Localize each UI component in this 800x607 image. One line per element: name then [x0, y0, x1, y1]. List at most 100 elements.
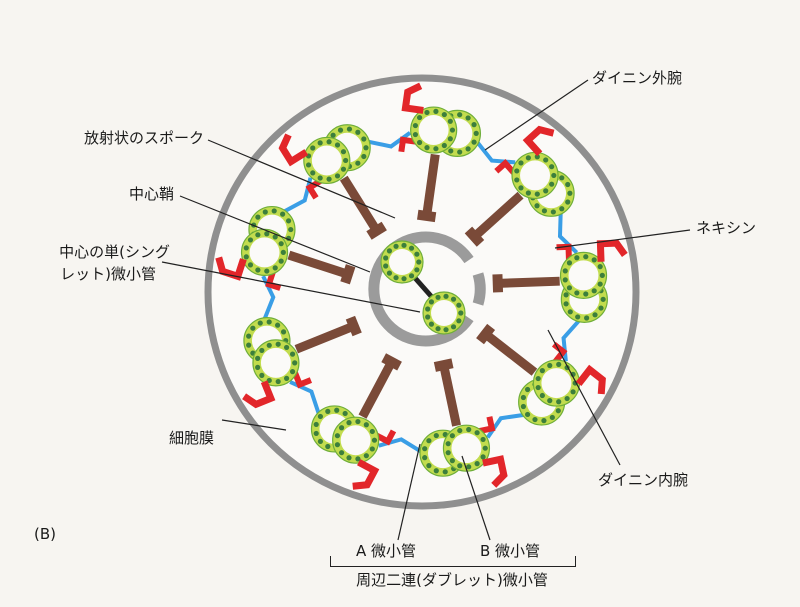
tubule-subunit [435, 295, 440, 300]
tubule-subunit [279, 241, 284, 246]
tubule-subunit [292, 360, 297, 365]
tubule-subunit [343, 158, 348, 163]
tubule-subunit [540, 368, 545, 373]
tubule-subunit [401, 243, 406, 248]
tubule-subunit [559, 206, 564, 211]
tubule-subunit [279, 259, 284, 264]
tubule-subunit [551, 173, 556, 178]
tubule-subunit [433, 109, 438, 114]
tubule-subunit [335, 433, 340, 438]
tubule-subunit [471, 140, 476, 145]
tubule-subunit [414, 252, 419, 257]
label-cell-membrane: 細胞膜 [169, 428, 214, 448]
tubule-subunit [272, 208, 277, 213]
a-microtubule [443, 425, 489, 471]
doublet-bracket [330, 556, 576, 567]
tubule-subunit [457, 112, 462, 117]
tubule-lumen [431, 300, 457, 326]
radial-spoke [498, 281, 560, 283]
tubule-subunit [413, 123, 418, 128]
tubule-subunit [435, 326, 440, 331]
tubule-subunit [443, 327, 448, 332]
tubule-subunit [314, 431, 319, 436]
tubule-subunit [592, 288, 597, 293]
tubule-subunit [273, 265, 278, 270]
tubule-subunit [567, 285, 572, 290]
tubule-subunit [434, 468, 439, 473]
tubule-subunit [525, 412, 530, 417]
tubule-subunit [563, 277, 568, 282]
label-central-sheath: 中心鞘 [129, 184, 174, 204]
tubule-subunit [543, 157, 548, 162]
label-peripheral-doublet: 周辺二連(ダブレット)微小管 [356, 570, 548, 590]
tubule-subunit [325, 444, 330, 449]
tubule-subunit [284, 376, 289, 381]
tubule-subunit [370, 429, 375, 434]
tubule-subunit [267, 343, 272, 348]
tubule-subunit [565, 199, 570, 204]
spoke-head [435, 363, 453, 367]
a-microtubule [411, 107, 457, 153]
peripheral-doublet-1 [411, 107, 481, 156]
label-central-singlet-line1: 中心の単(シング [59, 242, 170, 262]
tubule-subunit [446, 441, 451, 446]
tubule-subunit [264, 268, 269, 273]
a-microtubule [512, 152, 558, 198]
tubule-subunit [433, 146, 438, 151]
tubule-subunit [514, 177, 519, 182]
tubule-subunit [592, 312, 597, 317]
tubule-subunit [280, 212, 285, 217]
tubule-subunit [556, 362, 561, 367]
tubule-subunit [549, 164, 554, 169]
tubule-subunit [246, 334, 251, 339]
tubule-subunit [434, 433, 439, 438]
tubule-subunit [465, 115, 470, 120]
tubule-subunit [248, 237, 253, 242]
tubule-subunit [574, 255, 579, 260]
tubule-lumen [541, 368, 571, 398]
tubule-subunit [570, 389, 575, 394]
tubule-subunit [598, 281, 603, 286]
tubule-subunit [341, 167, 346, 172]
tubule-subunit [526, 190, 531, 195]
tubule-subunit [442, 112, 447, 117]
tubule-subunit [310, 170, 315, 175]
tubule-subunit [471, 122, 476, 127]
tubule-subunit [339, 425, 344, 430]
tubule-subunit [255, 365, 260, 370]
tubule-subunit [276, 379, 281, 384]
tubule-subunit [250, 326, 255, 331]
tubule-subunit [559, 175, 564, 180]
tubule-subunit [364, 453, 369, 458]
tubule-subunit [255, 356, 260, 361]
tubule-subunit [574, 290, 579, 295]
tubule-lumen [419, 115, 449, 145]
tubule-subunit [426, 438, 431, 443]
tubule-subunit [318, 140, 323, 145]
tubule-subunit [565, 182, 570, 187]
tubule-subunit [518, 185, 523, 190]
tubule-subunit [565, 396, 570, 401]
tubule-subunit [456, 303, 461, 308]
tubule-subunit [549, 182, 554, 187]
tubule-subunit [450, 127, 455, 132]
tubule-subunit [361, 136, 366, 141]
tubule-subunit [443, 469, 448, 474]
tubule-subunit [456, 318, 461, 323]
tubule-subunit [259, 373, 264, 378]
tubule-subunit [290, 352, 295, 357]
tubule-subunit [583, 291, 588, 296]
tubule-subunit [451, 324, 456, 329]
tubule-subunit [346, 420, 351, 425]
tubule-subunit [534, 203, 539, 208]
tubule-subunit [592, 257, 597, 262]
tubule-subunit [355, 130, 360, 135]
tubule-lumen [569, 260, 599, 290]
tubule-subunit [536, 376, 541, 381]
a-microtubule [533, 360, 579, 406]
central-singlet-lower [423, 292, 465, 334]
tubule-subunit [547, 398, 552, 403]
tubule-subunit [341, 149, 346, 154]
